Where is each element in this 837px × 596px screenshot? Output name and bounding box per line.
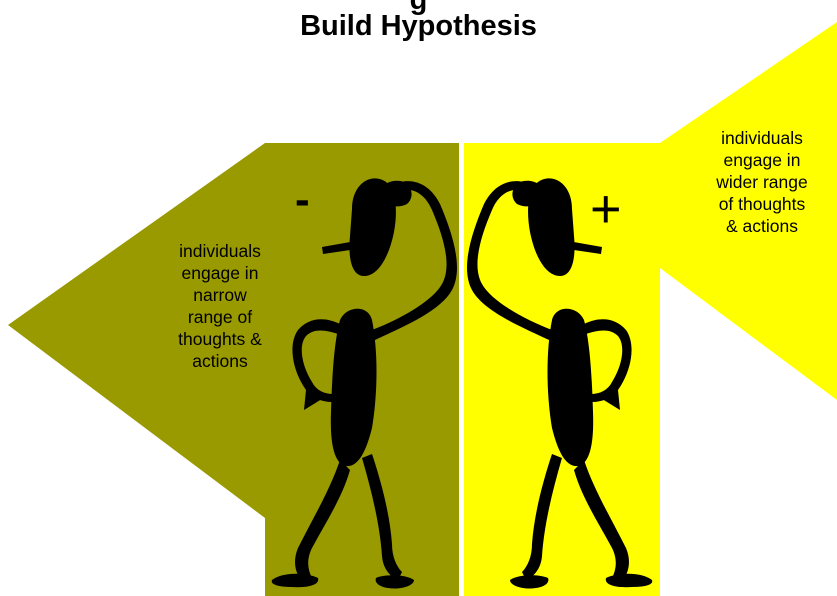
title-partial-line: g [409,0,428,16]
narrow-range-caption: individuals engage in narrow range of th… [178,241,262,371]
positive-sign: + [590,179,622,239]
center-divider [459,143,464,596]
thinking-figure-right [467,178,653,589]
narrow-arrow-shape [8,143,460,596]
diagram-title: Build Hypothesis [300,10,537,42]
thinking-figure-left [271,178,457,589]
negative-sign: - [295,175,310,224]
broaden-arrow-shape [464,22,837,596]
wider-range-caption: individuals engage in wider range of tho… [716,128,808,236]
